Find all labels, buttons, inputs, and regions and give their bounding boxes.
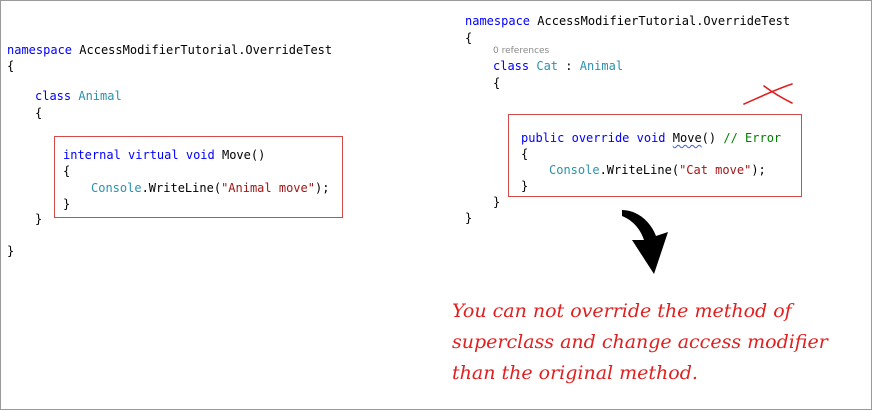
right-brace-close: } xyxy=(465,211,473,225)
call-end: ); xyxy=(314,181,330,195)
void-keyword: void xyxy=(636,131,666,145)
left-brace-close: } xyxy=(7,244,15,258)
method-name: Move() xyxy=(221,148,266,162)
namespace-name: AccessModifierTutorial.OverrideTest xyxy=(537,14,791,28)
right-method-body: Console.WriteLine("Cat move"); xyxy=(549,162,766,178)
right-code-ns-line: namespace AccessModifierTutorial.Overrid… xyxy=(465,13,790,29)
right-brace-open: { xyxy=(465,31,473,45)
annotation-line-2: superclass and change access modifier xyxy=(452,331,828,353)
left-brace-open: { xyxy=(7,59,15,73)
left-class-line: class Animal xyxy=(35,88,122,104)
base-class-name: Animal xyxy=(579,59,624,73)
left-method-brace-close: } xyxy=(63,197,71,211)
right-method-signature: public override void Move() // Error xyxy=(521,130,781,146)
curved-arrow-icon xyxy=(622,210,668,274)
right-method-highlight-box xyxy=(508,114,802,197)
inherit-colon: : xyxy=(558,59,580,73)
namespace-name: AccessModifierTutorial.OverrideTest xyxy=(79,43,333,57)
annotation-text: You can not override the method of super… xyxy=(452,296,862,389)
left-method-highlight-box xyxy=(54,136,343,218)
console-type: Console xyxy=(549,163,600,177)
left-class-brace-close: } xyxy=(35,212,43,226)
left-code-ns-line: namespace AccessModifierTutorial.Overrid… xyxy=(7,42,332,58)
method-parens: () xyxy=(701,131,717,145)
string-literal: "Cat move" xyxy=(679,163,752,177)
internal-keyword: internal xyxy=(63,148,121,162)
annotation-line-1: You can not override the method of xyxy=(452,300,792,322)
override-keyword: override xyxy=(571,131,630,145)
class-keyword: class xyxy=(35,89,72,103)
class-name: Animal xyxy=(78,89,122,103)
public-keyword: public xyxy=(521,131,565,145)
left-method-body: Console.WriteLine("Animal move"); xyxy=(91,180,329,196)
right-class-line: class Cat : Animal xyxy=(493,58,623,74)
method-name-error: Move xyxy=(672,131,702,145)
right-method-brace-open: { xyxy=(521,147,529,161)
class-name: Cat xyxy=(536,59,559,73)
string-literal: "Animal move" xyxy=(221,181,315,195)
right-class-brace-close: } xyxy=(493,195,501,209)
left-method-signature: internal virtual void Move() xyxy=(63,147,265,163)
annotation-line-3: than the original method. xyxy=(452,362,698,384)
virtual-keyword: virtual xyxy=(128,148,179,162)
left-method-brace-open: { xyxy=(63,164,71,178)
error-comment: // Error xyxy=(723,131,782,145)
namespace-keyword: namespace xyxy=(7,43,73,57)
class-keyword: class xyxy=(493,59,530,73)
writeline-call: .WriteLine( xyxy=(599,163,680,177)
namespace-keyword: namespace xyxy=(465,14,531,28)
call-end: ); xyxy=(751,163,766,177)
left-class-brace-open: { xyxy=(35,106,43,120)
references-count: 0 references xyxy=(493,46,550,56)
console-type: Console xyxy=(91,181,142,195)
right-class-brace-open: { xyxy=(493,76,501,90)
writeline-call: .WriteLine( xyxy=(141,181,222,195)
void-keyword: void xyxy=(185,148,215,162)
cross-mark-icon xyxy=(743,83,793,105)
right-method-brace-close: } xyxy=(521,179,529,193)
